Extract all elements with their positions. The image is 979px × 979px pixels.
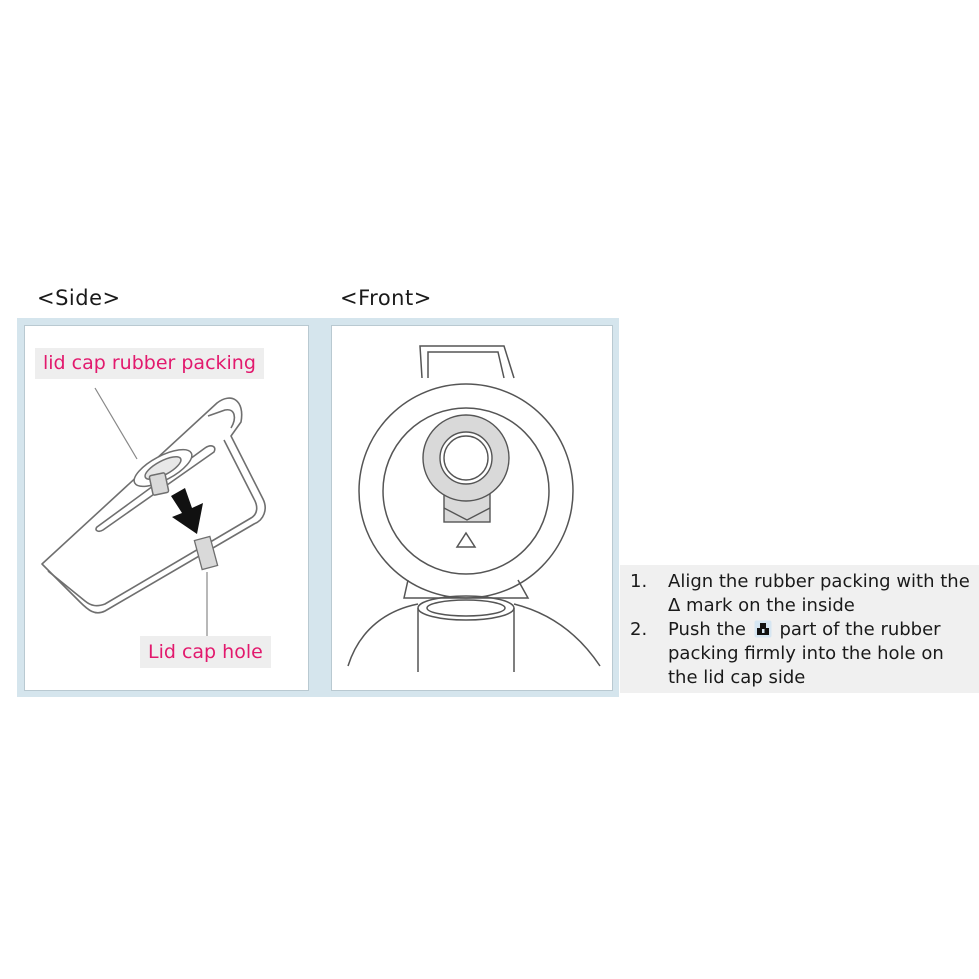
instruction-step-1: 1. Align the rubber packing with the Δ m… bbox=[630, 570, 973, 618]
side-view-panel bbox=[24, 325, 309, 691]
packing-leader-line bbox=[94, 387, 138, 460]
lid-top-handle bbox=[419, 345, 515, 379]
step-number: 1. bbox=[630, 571, 648, 592]
lid-inner-outline bbox=[47, 439, 258, 607]
lid-inner-ring bbox=[382, 407, 550, 575]
triangle-mark-icon bbox=[455, 531, 477, 548]
rubber-packing-label: lid cap rubber packing bbox=[35, 348, 264, 379]
front-view-heading: <Front> bbox=[340, 286, 432, 310]
step-number: 2. bbox=[630, 619, 648, 640]
lid-hinge bbox=[403, 579, 530, 599]
instruction-step-2: 2. Push the part of the rubber packing f… bbox=[630, 618, 973, 690]
side-view-heading: <Side> bbox=[37, 286, 121, 310]
step-text-line: packing firmly into the hole on bbox=[668, 643, 944, 664]
rubber-packing-front bbox=[422, 414, 510, 523]
instructions-box: 1. Align the rubber packing with the Δ m… bbox=[620, 565, 979, 693]
step-text-line: Align the rubber packing with the bbox=[668, 571, 970, 592]
lid-body-outline bbox=[41, 397, 266, 614]
step-text-line: the lid cap side bbox=[668, 667, 806, 688]
front-view-illustration bbox=[347, 345, 601, 672]
cap-hole-label: Lid cap hole bbox=[140, 636, 271, 668]
bottle-shoulder bbox=[347, 603, 601, 667]
cap-hole bbox=[193, 535, 219, 571]
step-text-line: Push the bbox=[668, 619, 746, 640]
lid-slot bbox=[95, 445, 216, 533]
insert-arrow-icon bbox=[171, 488, 203, 534]
step-text-line: part of the rubber bbox=[779, 619, 941, 640]
side-view-illustration bbox=[41, 387, 266, 638]
front-view-panel bbox=[331, 325, 613, 691]
bottle-neck bbox=[417, 608, 515, 672]
step-text-line: Δ mark on the inside bbox=[668, 595, 855, 616]
rubber-packing bbox=[133, 448, 193, 496]
tab-part-icon bbox=[754, 620, 772, 638]
